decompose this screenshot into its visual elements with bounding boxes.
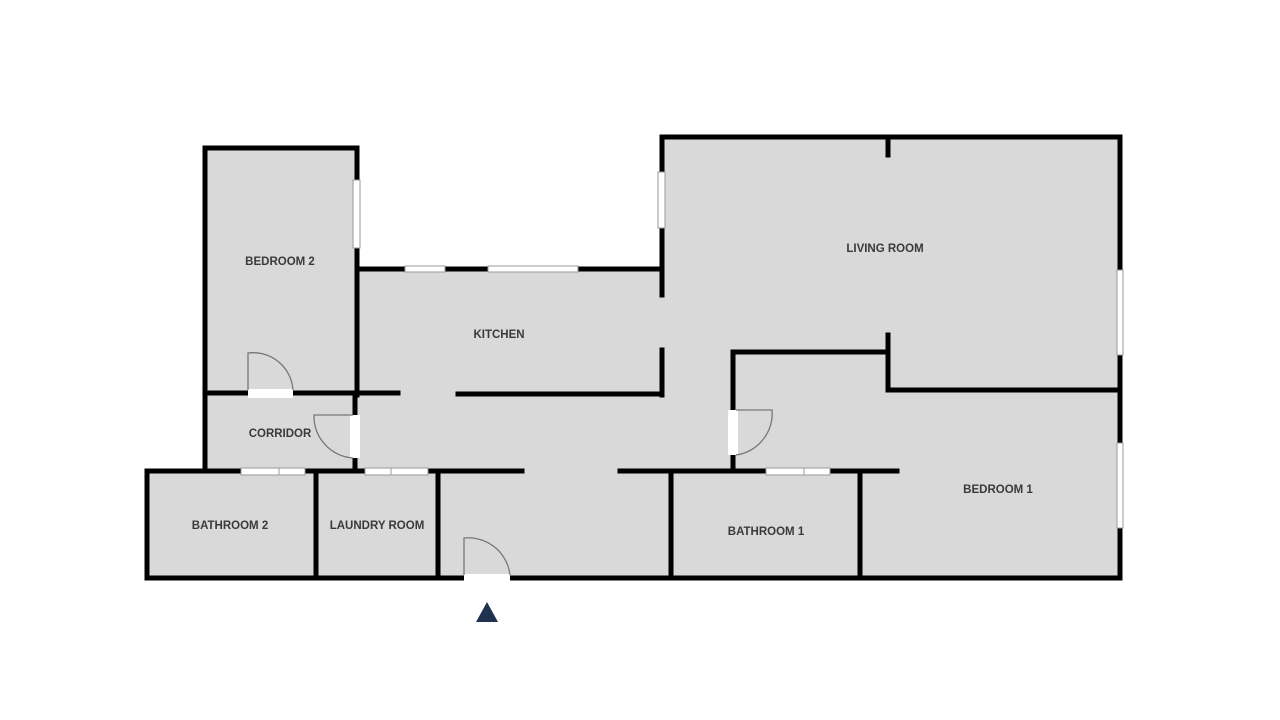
label-bedroom-1: BEDROOM 1 <box>963 484 1033 496</box>
window <box>352 179 361 249</box>
window <box>657 171 666 229</box>
sliding-door[interactable] <box>803 467 831 476</box>
door-bedroom-2[interactable] <box>247 352 294 391</box>
label-living-room: LIVING ROOM <box>846 243 923 255</box>
sliding-door[interactable] <box>240 467 280 476</box>
door-bedroom-1[interactable] <box>735 409 773 456</box>
window <box>1116 442 1124 529</box>
label-bathroom-2: BATHROOM 2 <box>192 520 268 532</box>
sliding-door[interactable] <box>765 467 805 476</box>
label-bedroom-2: BEDROOM 2 <box>245 256 315 268</box>
label-laundry-room: LAUNDRY ROOM <box>330 520 425 532</box>
label-bathroom-1: BATHROOM 1 <box>728 526 805 538</box>
sliding-door[interactable] <box>390 467 429 476</box>
door-corridor[interactable] <box>313 414 354 459</box>
sliding-door[interactable] <box>278 467 306 476</box>
window <box>404 265 446 273</box>
sliding-door[interactable] <box>364 467 392 476</box>
doors <box>240 352 831 583</box>
entrance-marker-icon <box>476 602 498 622</box>
floor-area <box>147 137 1120 578</box>
entrance-door[interactable] <box>463 537 511 576</box>
room-labels: BEDROOM 2 KITCHEN LIVING ROOM CORRIDOR B… <box>192 243 1034 538</box>
window <box>1116 269 1124 356</box>
window <box>487 265 579 273</box>
label-kitchen: KITCHEN <box>473 329 524 341</box>
label-corridor: CORRIDOR <box>249 428 312 440</box>
windows <box>352 171 1124 529</box>
